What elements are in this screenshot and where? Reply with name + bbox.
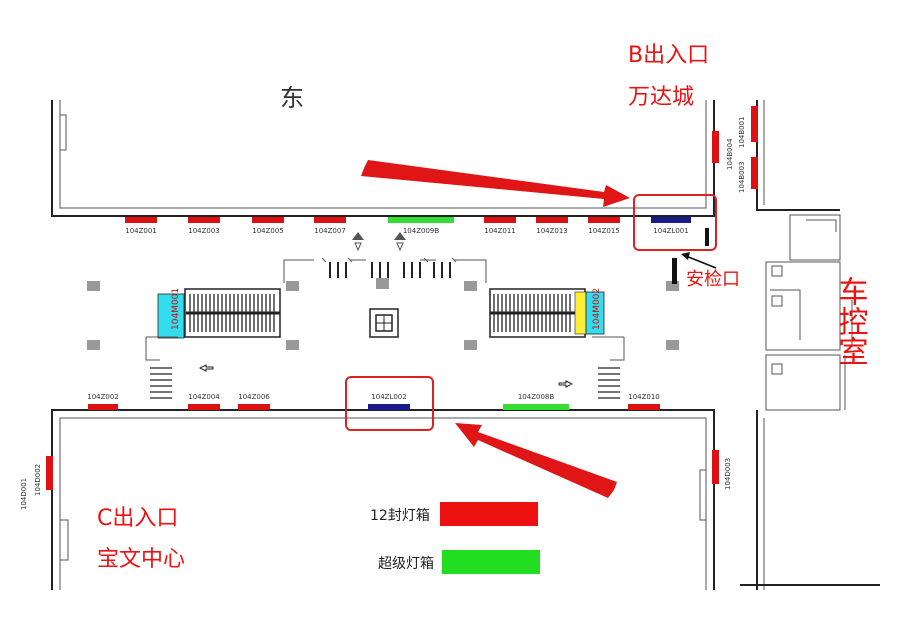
light-box-104z006 [238, 404, 270, 410]
light-box-104b004 [712, 131, 719, 163]
box-code-104z007: 104Z007 [314, 227, 346, 235]
side-stairs [150, 367, 620, 399]
light-box-104zl002 [368, 404, 410, 410]
light-box-104d002 [46, 456, 53, 490]
pillar [666, 281, 679, 291]
legend-swatch-standard [440, 502, 538, 526]
escalator-label-left: 104M001 [171, 288, 181, 330]
box-code-104zl002: 104ZL002 [371, 393, 406, 401]
box-code-104z006: 104Z006 [238, 393, 270, 401]
exit-c-label: C出入口 [97, 506, 178, 531]
box-code-104d002: 104D002 [34, 464, 42, 496]
box-code-104d003: 104D003 [724, 458, 732, 490]
light-box-104z007 [314, 217, 346, 223]
pillar [464, 340, 477, 350]
arrow-to-104zl001 [361, 160, 630, 207]
pillar [286, 281, 299, 291]
light-box-104z002 [88, 404, 118, 410]
security-pointer-arrow [685, 255, 717, 269]
box-code-104z010: 104Z010 [628, 393, 660, 401]
pillar [666, 340, 679, 350]
box-code-104z015: 104Z015 [588, 227, 620, 235]
light-box-104b003 [751, 157, 758, 189]
box-code-104b001: 104B001 [738, 116, 746, 148]
flow-arrows [198, 364, 574, 388]
light-box-104zl001 [651, 217, 691, 223]
red-arrows [361, 160, 717, 498]
exit-b-label: B出入口 [628, 43, 709, 68]
light-box-104b001 [751, 106, 758, 142]
control-room-label: 车控室 [833, 276, 869, 366]
box-code-104d001: 104D001 [20, 478, 28, 510]
escalator-left [145, 288, 281, 361]
security-gate-post [705, 228, 709, 246]
light-box-104d003 [712, 450, 719, 484]
box-code-104b004: 104B004 [726, 138, 734, 170]
box-code-104z011: 104Z011 [484, 227, 516, 235]
legend-label-super: 超级灯箱 [378, 556, 434, 572]
box-code-104zl001: 104ZL001 [653, 227, 688, 235]
box-code-104z003: 104Z003 [188, 227, 220, 235]
bottom-wall-light-boxes: 104Z002 104Z004 104Z006 104ZL002 104Z008B 104… [87, 393, 660, 410]
light-box-104z004 [188, 404, 220, 410]
arrow-to-104zl002 [455, 423, 617, 498]
security-gate-post [672, 258, 677, 284]
pillar [87, 281, 100, 291]
light-box-104z005 [252, 217, 284, 223]
direction-label-east: 东 [280, 84, 304, 112]
light-box-104z008b [503, 404, 569, 410]
light-box-104z010 [628, 404, 660, 410]
side-light-boxes: 104B001 104B004 104B003 104D001 104D002 … [20, 106, 758, 510]
escalator-right [489, 288, 625, 361]
ticket-gates [283, 232, 487, 338]
exit-b-destination: 万达城 [628, 85, 694, 110]
legend: 12封灯箱 超级灯箱 [370, 502, 540, 574]
light-box-104z001 [125, 217, 157, 223]
box-code-104z004: 104Z004 [188, 393, 220, 401]
box-code-104b003: 104B003 [738, 161, 746, 193]
light-box-104z011 [484, 217, 516, 223]
pillar [376, 278, 389, 289]
pillar [87, 340, 100, 350]
legend-swatch-super [442, 550, 540, 574]
top-wall-light-boxes: 104Z001 104Z003 104Z005 104Z007 104Z009B 104Z… [125, 217, 691, 235]
security-checkpoint-label: 安检口 [686, 269, 740, 290]
light-box-104z003 [188, 217, 220, 223]
exit-c-destination: 宝文中心 [97, 547, 185, 572]
highlight-104zl002 [345, 376, 434, 431]
pillars [87, 278, 679, 350]
pillar [464, 281, 477, 291]
light-box-104z015 [588, 217, 620, 223]
box-code-104z005: 104Z005 [252, 227, 284, 235]
legend-label-standard: 12封灯箱 [370, 508, 430, 524]
box-code-104z008b: 104Z008B [518, 393, 555, 401]
light-box-104z013 [536, 217, 568, 223]
box-code-104z002: 104Z002 [87, 393, 119, 401]
escalator-label-right: 104M002 [592, 288, 602, 330]
box-code-104z013: 104Z013 [536, 227, 568, 235]
pillar [286, 340, 299, 350]
walls [51, 100, 880, 590]
box-code-104z009b: 104Z009B [403, 227, 440, 235]
highlight-104zl001 [633, 194, 717, 251]
light-box-104z009b [388, 217, 454, 223]
box-code-104z001: 104Z001 [125, 227, 157, 235]
